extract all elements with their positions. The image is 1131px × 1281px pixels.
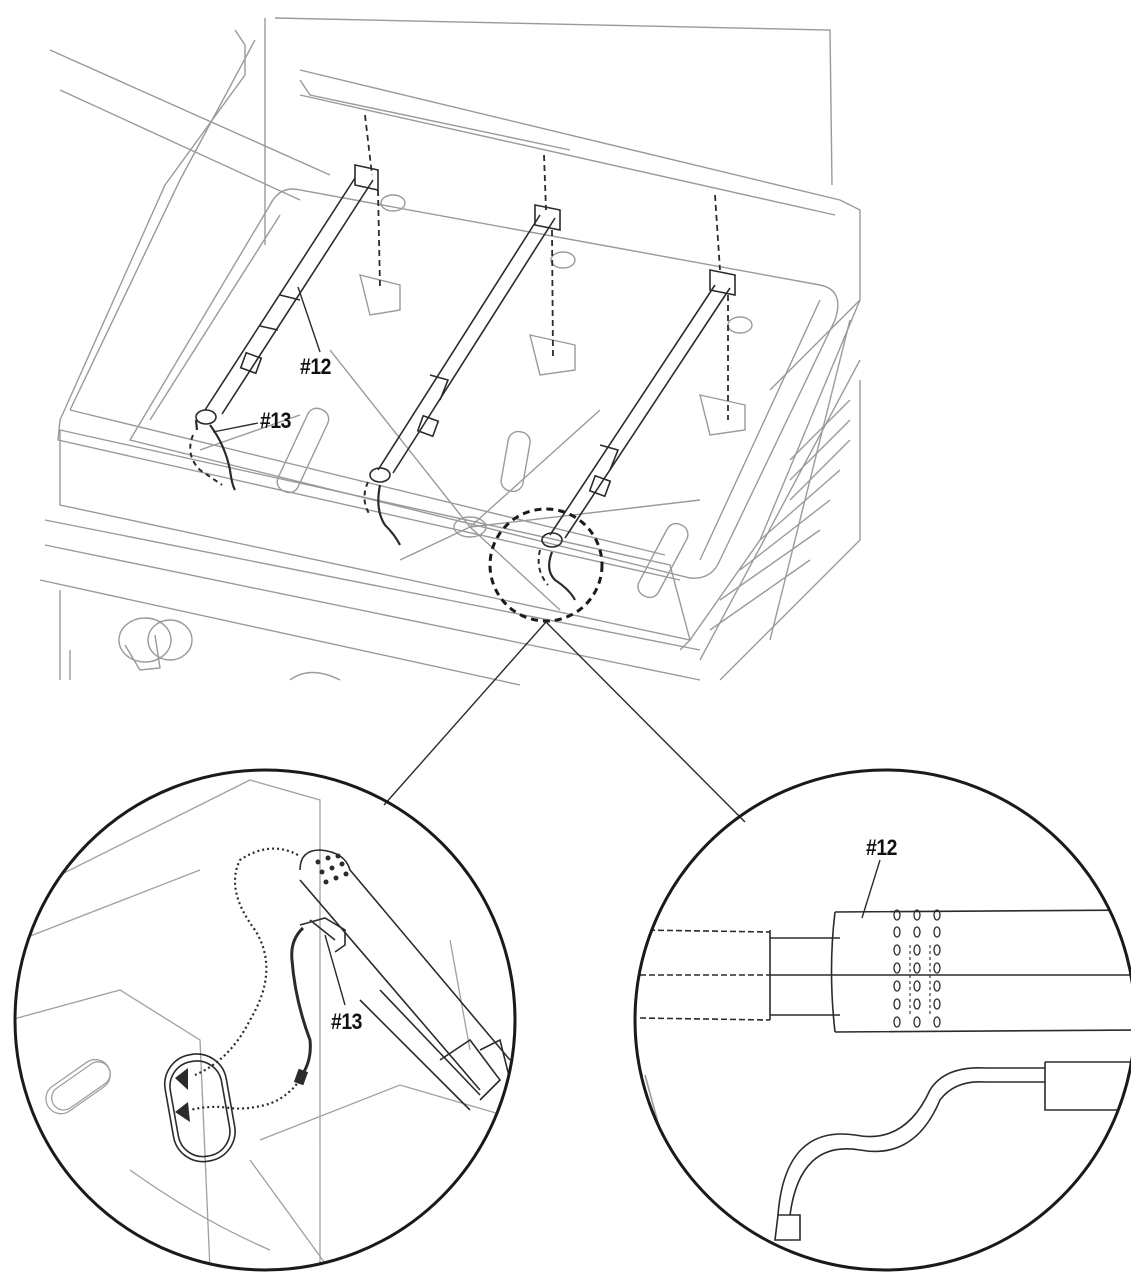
grill-firebox — [39, 17, 861, 686]
burner-tubes — [189, 114, 736, 601]
detail-circle-left — [13, 768, 517, 1272]
burner-detail-view — [633, 768, 1131, 1272]
igniter-detail-view — [13, 768, 517, 1272]
detail-circle-right — [633, 768, 1131, 1272]
burner-detail-label: #12 — [866, 835, 897, 860]
burner-right — [537, 269, 736, 601]
burner-middle — [363, 204, 561, 546]
igniter-detail-label: #13 — [331, 1009, 362, 1034]
burner-callout-label: #12 — [300, 354, 331, 379]
detail-connector-lines — [383, 621, 746, 823]
igniter-callout-label: #13 — [260, 408, 291, 433]
burner-left — [189, 164, 379, 491]
detail-highlight-circle — [488, 507, 604, 623]
